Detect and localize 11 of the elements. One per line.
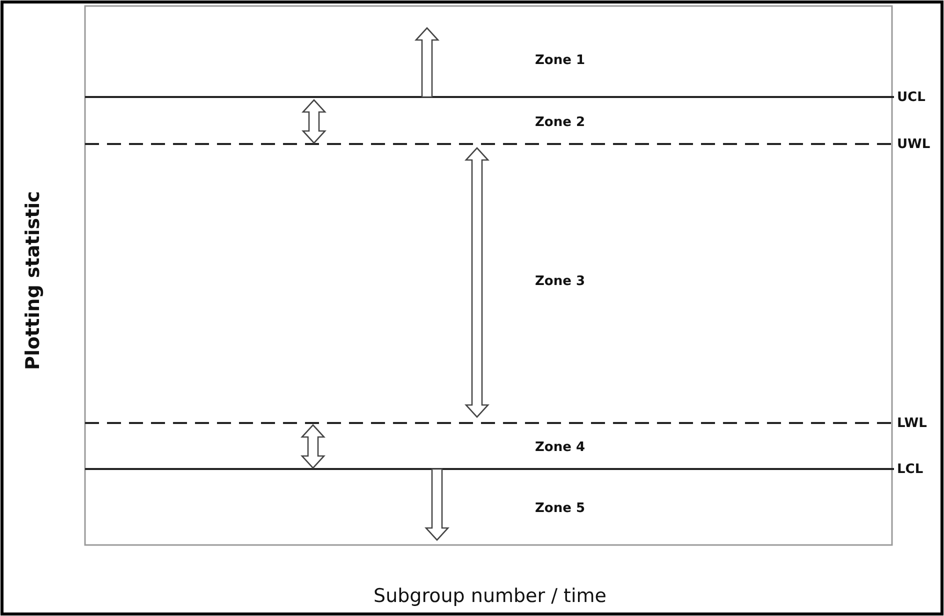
zone-label: Zone 1 — [534, 54, 585, 66]
zone-label: Zone 5 — [534, 502, 585, 514]
limit-label: UWL — [897, 138, 930, 150]
x-axis-title: Subgroup number / time — [374, 586, 606, 606]
zone-label: Zone 3 — [534, 274, 585, 288]
limit-label: UCL — [897, 90, 926, 104]
y-axis-title: Plotting statistic — [24, 190, 42, 370]
zone-label: Zone 4 — [534, 440, 585, 454]
zone-label: Zone 2 — [534, 116, 585, 128]
limit-label: LCL — [897, 462, 924, 476]
limit-label: LWL — [897, 416, 927, 430]
